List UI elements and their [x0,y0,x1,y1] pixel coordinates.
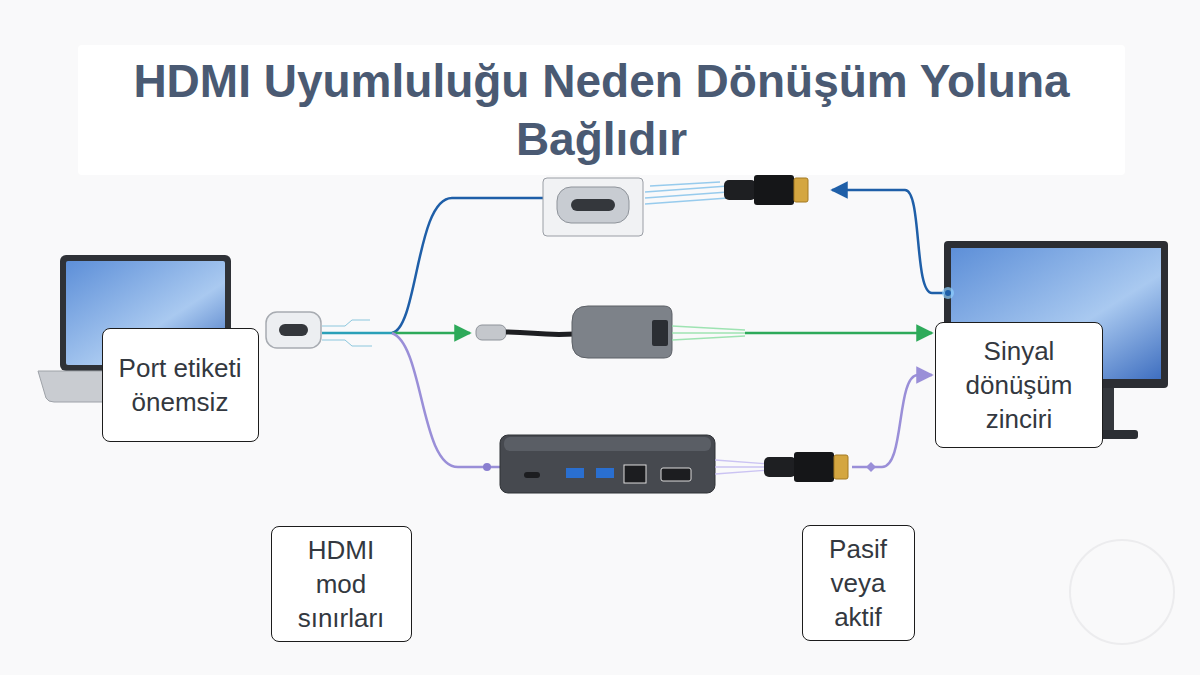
usb-c-port [266,312,321,348]
wire [392,332,470,335]
dot [866,462,876,472]
hdmi-plug [764,452,848,482]
hdmi-plug [724,175,808,205]
dot [483,463,491,471]
callout-box: Sinyal dönüşüm zinciri [935,322,1103,448]
wire [392,198,543,333]
title: HDMI Uyumluluğu Neden Dönüşüm Yoluna Bağ… [98,52,1105,168]
wire [322,332,392,335]
wire [905,190,948,293]
signal-glow [715,460,770,474]
port-card [543,178,643,236]
callout-text: Pasif veya aktif [811,532,906,634]
callout-box: Pasif veya aktif [802,525,915,641]
callout-box: Port etiketi önemsiz [102,328,259,442]
callout-text: Port etiketi önemsiz [111,351,250,419]
wire [832,189,905,192]
callout-text: HDMI mod sınırları [280,533,403,635]
callout-text: Sinyal dönüşüm zinciri [944,334,1094,436]
signal-glow [672,326,745,340]
title-band: HDMI Uyumluluğu Neden Dönüşüm Yoluna Bağ… [78,45,1125,175]
dock [500,435,715,493]
usb-c-adapter [572,306,672,358]
wire [392,333,500,467]
callout-box: HDMI mod sınırları [271,526,412,642]
glow-dot [942,287,954,299]
dot [945,290,951,296]
wire [745,332,932,335]
wire [852,375,932,467]
watermark-icon [1070,540,1174,644]
signal-glow [645,182,728,204]
usb-c-cable [476,325,575,340]
